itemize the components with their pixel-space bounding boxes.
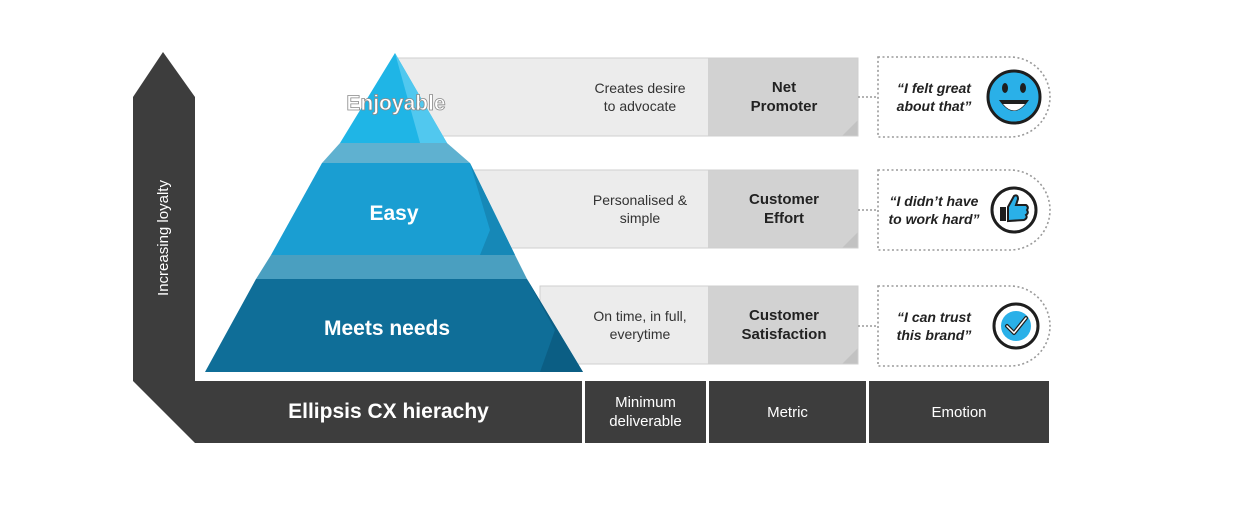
- footer-emotion-label: Emotion: [931, 403, 987, 421]
- thumbs-up-icon: [990, 186, 1038, 234]
- deliverable-easy: Personalised &simple: [592, 192, 688, 226]
- footer-metric-label: Metric: [767, 403, 808, 421]
- pyramid-connector-bottom: [256, 255, 527, 279]
- pyramid-tier-easy: [271, 163, 515, 255]
- footer-emotion-cell: [869, 381, 1049, 443]
- footer-bar-bevel: [133, 381, 195, 443]
- row-meets-needs: [539, 285, 859, 365]
- footer-deliverable-cell: [585, 381, 706, 443]
- tier-label-enjoyable: Enjoyable: [346, 92, 445, 115]
- footer-title: Ellipsis CX hierachy: [288, 400, 489, 423]
- row-enjoyable: [394, 57, 859, 137]
- footer-metric-cell: [709, 381, 866, 443]
- footer-title-cell: [195, 381, 582, 443]
- row-easy: [469, 169, 859, 249]
- pyramid-tier-meets-needs: [205, 279, 583, 372]
- checkmark-icon: [992, 302, 1040, 350]
- loyalty-arrow: [133, 52, 195, 381]
- pyramid-connector-top: [322, 143, 470, 163]
- pyramid: [205, 53, 583, 372]
- deliverable-meets-needs: On time, in full,everytime: [593, 308, 687, 342]
- tier-label-easy: Easy: [369, 202, 418, 225]
- loyalty-axis-label: Increasing loyalty: [155, 180, 172, 296]
- smiley-face-icon: [986, 69, 1042, 125]
- tier-label-meets-needs: Meets needs: [324, 317, 450, 340]
